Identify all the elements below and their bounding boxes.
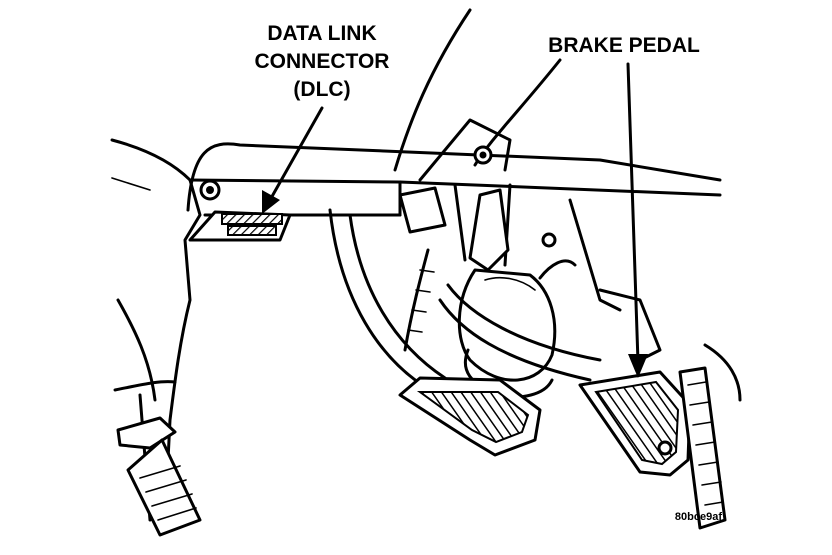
accelerator-pedal-pad — [678, 366, 727, 530]
steering-column — [403, 183, 577, 399]
pedal-arms — [328, 186, 602, 392]
dlc-callout-line-2: CONNECTOR — [255, 50, 390, 73]
figure-id: 80bce9af — [675, 511, 722, 523]
brake-pedal-pad — [578, 370, 692, 477]
dashboard-structure — [110, 8, 742, 537]
clutch-pedal-pad — [398, 376, 542, 457]
dlc-leader-arrow — [262, 106, 324, 214]
brake-leader-arrow — [626, 62, 648, 378]
brake-pedal-callout: BRAKE PEDAL — [548, 34, 700, 57]
dlc-callout-line-1: DATA LINK — [267, 22, 376, 45]
dlc-connector — [188, 210, 292, 242]
dlc-callout-line-3: (DLC) — [293, 78, 350, 101]
